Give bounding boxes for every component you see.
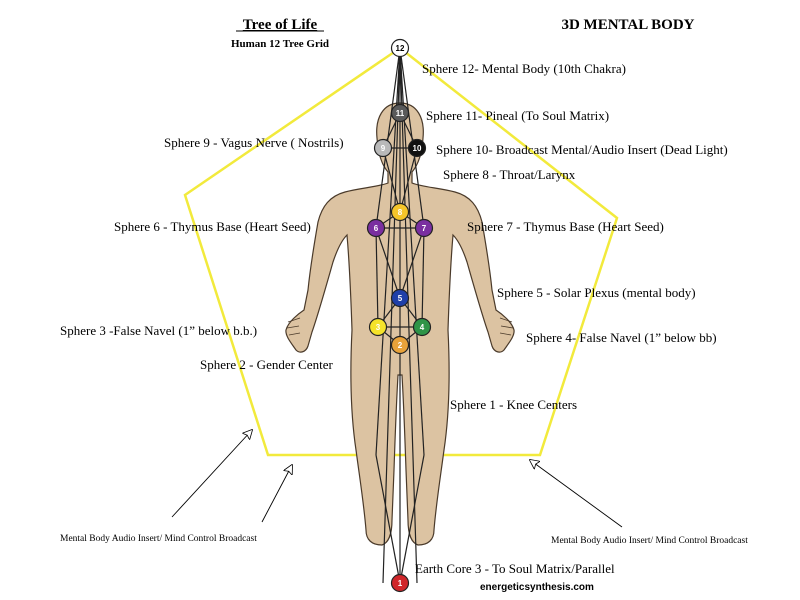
sphere-circle-10	[407, 138, 427, 158]
footer-url: energeticsynthesis.com	[480, 582, 594, 593]
sphere-circle-11	[390, 103, 410, 123]
label-sphere-11: Sphere 11- Pineal (To Soul Matrix)	[426, 108, 609, 123]
sphere-5: 5	[390, 288, 410, 308]
label-sphere-8: Sphere 8 - Throat/Larynx	[443, 167, 576, 182]
sphere-number-10: 10	[413, 144, 422, 153]
sphere-6: 6	[366, 218, 386, 238]
sphere-number-12: 12	[396, 44, 405, 53]
sphere-number-7: 7	[422, 224, 427, 233]
sphere-number-2: 2	[398, 341, 403, 350]
sphere-number-4: 4	[420, 323, 425, 332]
sphere-number-8: 8	[398, 208, 403, 217]
sphere-8: 8	[390, 202, 410, 222]
diagram-title: Tree of Life	[243, 17, 318, 33]
sphere-2: 2	[390, 335, 410, 355]
annotation-left: Mental Body Audio Insert/ Mind Control B…	[60, 534, 257, 544]
left-arrow-2	[261, 465, 292, 523]
sphere-circle-2	[390, 335, 410, 355]
sphere-12: 12	[390, 38, 410, 58]
label-sphere-5: Sphere 5 - Solar Plexus (mental body)	[497, 285, 696, 300]
sphere-number-9: 9	[381, 144, 386, 153]
label-sphere-4: Sphere 4- False Navel (1” below bb)	[526, 330, 717, 345]
sphere-circle-5	[390, 288, 410, 308]
sphere-circle-12	[390, 38, 410, 58]
sphere-number-1: 1	[398, 579, 403, 588]
label-earth-core: Earth Core 3 - To Soul Matrix/Parallel	[415, 561, 615, 576]
sphere-circle-1	[390, 573, 410, 593]
label-sphere-12: Sphere 12- Mental Body (10th Chakra)	[422, 61, 626, 76]
sphere-circle-4	[412, 317, 432, 337]
pentagon-grid	[183, 46, 619, 457]
label-sphere-9: Sphere 9 - Vagus Nerve ( Nostrils)	[164, 135, 344, 150]
left-arrow-1	[171, 430, 252, 518]
annotation-right: Mental Body Audio Insert/ Mind Control B…	[551, 536, 748, 546]
sphere-number-6: 6	[374, 224, 379, 233]
label-sphere-6: Sphere 6 - Thymus Base (Heart Seed)	[114, 219, 311, 234]
sphere-circle-3	[368, 317, 388, 337]
right-hand-fingers	[499, 317, 514, 336]
sphere-10: 10	[407, 138, 427, 158]
sphere-circle-6	[366, 218, 386, 238]
label-sphere-7: Sphere 7 - Thymus Base (Heart Seed)	[467, 219, 664, 234]
diagram-subtitle: Human 12 Tree Grid	[231, 38, 329, 50]
label-sphere-10: Sphere 10- Broadcast Mental/Audio Insert…	[436, 142, 728, 157]
sphere-1: 1	[390, 573, 410, 593]
sphere-circle-8	[390, 202, 410, 222]
sphere-circle-9	[373, 138, 393, 158]
sphere-number-5: 5	[398, 294, 403, 303]
sphere-number-11: 11	[396, 109, 405, 118]
sphere-3: 3	[368, 317, 388, 337]
right-arrow	[530, 460, 623, 528]
sphere-number-3: 3	[376, 323, 381, 332]
left-hand-fingers	[286, 317, 301, 336]
sphere-circle-7	[414, 218, 434, 238]
label-sphere-3: Sphere 3 -False Navel (1” below b.b.)	[60, 323, 257, 338]
sphere-9: 9	[373, 138, 393, 158]
label-sphere-2: Sphere 2 - Gender Center	[200, 357, 334, 372]
sphere-7: 7	[414, 218, 434, 238]
sphere-4: 4	[412, 317, 432, 337]
sphere-11: 11	[390, 103, 410, 123]
label-sphere-1: Sphere 1 - Knee Centers	[450, 397, 577, 412]
right-title: 3D MENTAL BODY	[561, 17, 694, 33]
